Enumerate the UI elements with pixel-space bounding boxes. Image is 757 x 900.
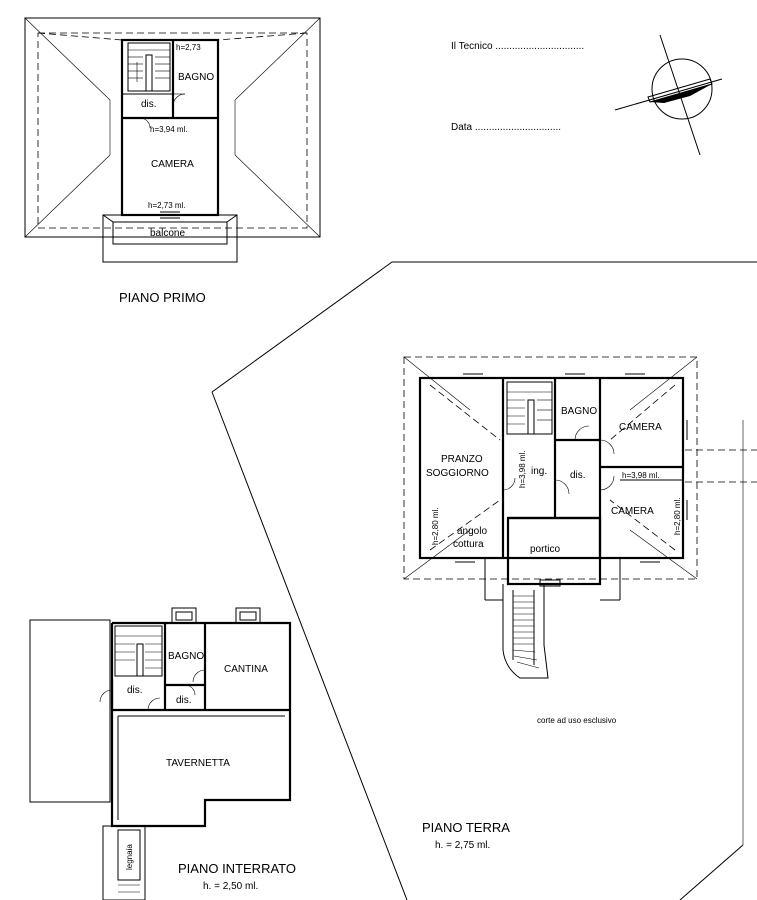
pt-room-ing: ing. xyxy=(531,466,547,477)
piano-terra-plan xyxy=(403,356,698,679)
pi-room-legnaia: legnaia xyxy=(125,844,134,870)
pt-room-pranzo: PRANZO xyxy=(441,454,483,465)
pi-room-dis-2: dis. xyxy=(176,695,192,706)
technician-label: Il Tecnico .............................… xyxy=(451,41,584,52)
pp-room-balcone: balcone xyxy=(150,228,185,239)
pt-room-angolo: angolo xyxy=(457,526,487,537)
pt-height-2: h=3,98 ml. xyxy=(622,471,660,480)
pp-title: PIANO PRIMO xyxy=(119,290,206,305)
pt-subtitle: h. = 2,75 ml. xyxy=(435,840,490,851)
pt-corte-label: corte ad uso esclusivo xyxy=(537,716,617,725)
pt-title: PIANO TERRA xyxy=(422,820,510,835)
pi-room-dis-1: dis. xyxy=(127,685,143,696)
pt-height-3: h=2,80 ml. xyxy=(431,507,440,545)
pt-room-camera-1: CAMERA xyxy=(619,422,662,433)
lot-boundary xyxy=(211,261,757,900)
pi-title: PIANO INTERRATO xyxy=(178,861,296,876)
north-arrow-icon xyxy=(614,34,723,156)
pt-room-camera-2: CAMERA xyxy=(611,506,654,517)
pi-room-bagno: BAGNO xyxy=(168,651,204,662)
pt-room-soggiorno: SOGGIORNO xyxy=(426,468,489,479)
pp-height-2: h=3,94 ml. xyxy=(150,125,188,134)
pp-height-3: h=2,73 ml. xyxy=(148,201,186,210)
pp-room-camera: CAMERA xyxy=(151,159,194,170)
pt-height-4: h=2,80 ml. xyxy=(673,497,682,535)
pp-height-1: h=2,73 xyxy=(176,43,201,52)
pt-room-bagno: BAGNO xyxy=(561,406,597,417)
pp-room-dis: dis. xyxy=(141,99,157,110)
piano-interrato-plan xyxy=(29,607,292,900)
pi-room-tavernetta: TAVERNETTA xyxy=(166,758,230,769)
pi-room-cantina: CANTINA xyxy=(224,664,268,675)
pp-room-bagno: BAGNO xyxy=(178,72,214,83)
piano-primo-plan xyxy=(24,17,321,263)
date-label: Data ............................... xyxy=(451,122,561,133)
pt-room-dis: dis. xyxy=(570,470,586,481)
pt-room-portico: portico xyxy=(530,544,560,555)
pt-room-cottura: cottura xyxy=(453,539,484,550)
pt-height-1: h=3,98 ml. xyxy=(518,450,527,488)
pi-subtitle: h. = 2,50 ml. xyxy=(203,881,258,892)
